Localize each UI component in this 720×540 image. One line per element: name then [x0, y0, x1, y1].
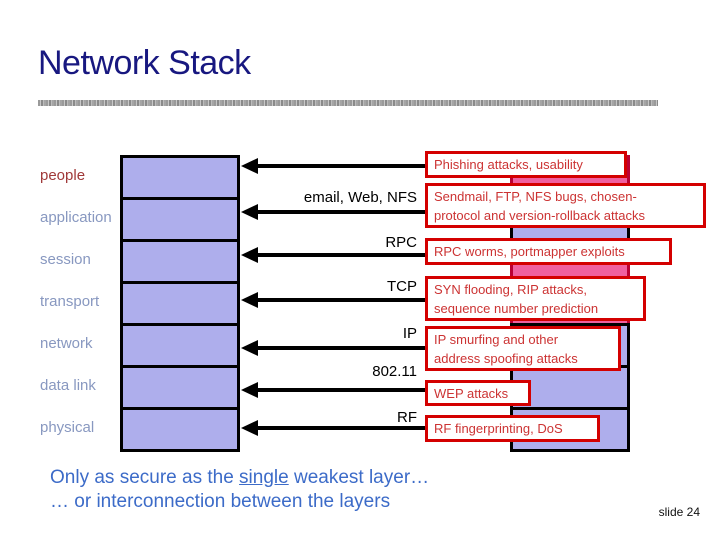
stack-box-network [120, 323, 240, 368]
attack-box-transport: SYN flooding, RIP attacks, sequence numb… [425, 276, 646, 321]
page-title: Network Stack [38, 44, 251, 82]
layer-label-physical: physical [40, 419, 95, 436]
stack-box-people [120, 155, 240, 200]
footer-line2: … or interconnection between the layers [50, 491, 391, 512]
arrow-transport-line [255, 298, 425, 302]
protocol-label-session: RPC [385, 234, 417, 251]
stack-box-session [120, 239, 240, 284]
attack-box-application: Sendmail, FTP, NFS bugs, chosen- protoco… [425, 183, 706, 228]
attack-box-data-link: WEP attacks [425, 380, 531, 406]
footer-line1-prefix: Only as secure as the [50, 467, 240, 488]
stack-box-data-link [120, 365, 240, 410]
stack-box-transport [120, 281, 240, 326]
protocol-label-network: IP [402, 325, 417, 342]
layer-label-session: session [40, 251, 91, 268]
protocol-label-data-link: 802.11 [372, 363, 417, 380]
stack-box-physical [120, 407, 240, 452]
slide-number: slide 24 [658, 505, 700, 519]
layer-label-application: application [40, 209, 112, 226]
attack-box-network: IP smurfing and other address spoofing a… [425, 326, 621, 371]
footer-line1: Only as secure as the single weakest lay… [50, 467, 429, 489]
arrow-application-head-icon [241, 204, 258, 220]
arrow-physical-line [255, 426, 425, 430]
footer-line1-underlined-word: single [239, 467, 289, 488]
arrow-data-link-line [255, 388, 425, 392]
layer-label-people: people [40, 167, 86, 184]
arrow-application-line [255, 210, 425, 214]
attack-box-people: Phishing attacks, usability [425, 151, 627, 178]
layer-label-network: network [40, 335, 93, 352]
arrow-people-head-icon [241, 158, 258, 174]
attack-box-physical: RF fingerprinting, DoS [425, 415, 600, 442]
arrow-physical-head-icon [241, 420, 258, 436]
protocol-label-application: email, Web, NFS [303, 189, 417, 206]
protocol-label-transport: TCP [387, 278, 417, 295]
arrow-network-head-icon [241, 340, 258, 356]
layer-label-data-link: data link [40, 377, 96, 394]
arrow-people-line [255, 164, 425, 168]
title-divider [38, 100, 658, 106]
protocol-label-physical: RF [397, 409, 417, 426]
footer-line1-suffix: weakest layer… [288, 467, 430, 488]
arrow-network-line [255, 346, 425, 350]
arrow-session-head-icon [241, 247, 258, 263]
arrow-session-line [255, 253, 425, 257]
stack-box-application [120, 197, 240, 242]
arrow-transport-head-icon [241, 292, 258, 308]
arrow-data-link-head-icon [241, 382, 258, 398]
attack-box-session: RPC worms, portmapper exploits [425, 238, 672, 265]
layer-label-transport: transport [40, 293, 100, 310]
